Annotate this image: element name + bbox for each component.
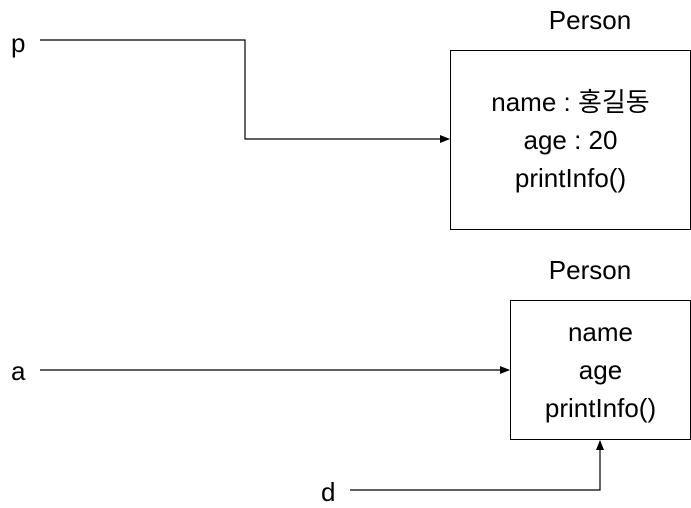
- object-member-method: printInfo(): [514, 163, 627, 193]
- reference-label-a: a: [11, 356, 26, 386]
- object-member-method: printInfo(): [544, 393, 657, 423]
- object-member-name: name: [567, 317, 634, 347]
- object-box-2: name age printInfo(): [510, 300, 691, 440]
- reference-label-d: d: [321, 477, 336, 507]
- object-class-title-2: Person: [548, 255, 632, 285]
- object-member-name: name : 홍길동: [491, 87, 650, 117]
- edge-d-to-person-2: [350, 440, 604, 491]
- object-member-age: age : 20: [523, 125, 618, 155]
- object-member-age: age: [578, 355, 623, 385]
- edge-p-to-person-1: [40, 39, 450, 143]
- reference-label-p: p: [11, 28, 26, 58]
- object-box-1: name : 홍길동 age : 20 printInfo(): [450, 50, 691, 230]
- object-class-title-1: Person: [548, 5, 632, 35]
